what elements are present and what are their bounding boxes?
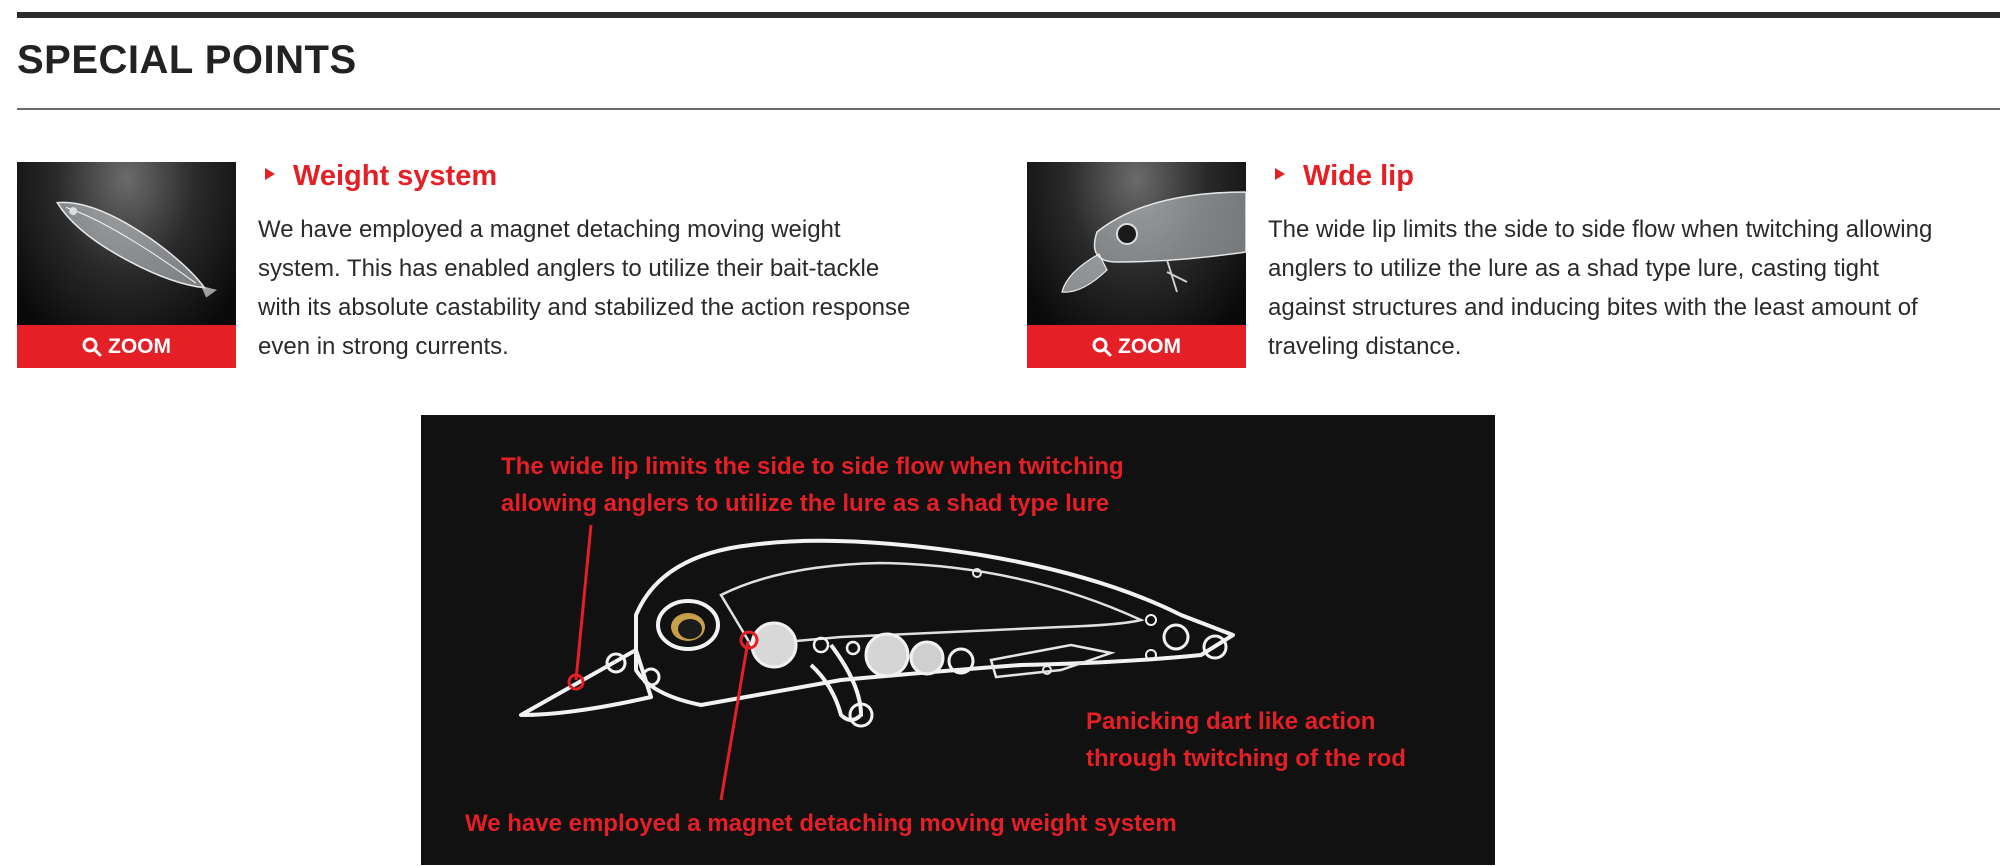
search-icon <box>1092 337 1112 357</box>
triangle-bullet-icon <box>1275 168 1285 181</box>
callout-wide-lip: The wide lip limits the side to side flo… <box>501 453 1124 517</box>
triangle-bullet-icon <box>265 168 275 181</box>
wide-lip-thumbnail[interactable]: ZOOM <box>1027 162 1246 368</box>
feature-title-weight-system: Weight system <box>265 160 497 193</box>
zoom-button[interactable]: ZOOM <box>1027 325 1246 368</box>
section-title: SPECIAL POINTS <box>17 38 357 82</box>
search-icon <box>82 337 102 357</box>
lure-diagram: The wide lip limits the side to side flo… <box>421 415 1495 865</box>
section-divider <box>17 108 2000 110</box>
callout-dart-action: Panicking dart like action through twitc… <box>1086 708 1406 772</box>
top-rule <box>17 12 2000 18</box>
zoom-label: ZOOM <box>1118 334 1181 358</box>
feature-title-wide-lip: Wide lip <box>1275 160 1414 193</box>
wide-lip-photo <box>1027 162 1246 325</box>
zoom-label: ZOOM <box>108 334 171 358</box>
weight-system-thumbnail[interactable]: ZOOM <box>17 162 236 368</box>
lure-outline-illustration <box>519 524 1235 801</box>
zoom-button[interactable]: ZOOM <box>17 325 236 368</box>
feature-description-wide-lip: The wide lip limits the side to side flo… <box>1268 216 1933 360</box>
feature-description-weight-system: We have employed a magnet detaching movi… <box>258 216 911 360</box>
weight-system-photo <box>17 162 236 325</box>
callout-weight-system: We have employed a magnet detaching movi… <box>465 810 1177 837</box>
